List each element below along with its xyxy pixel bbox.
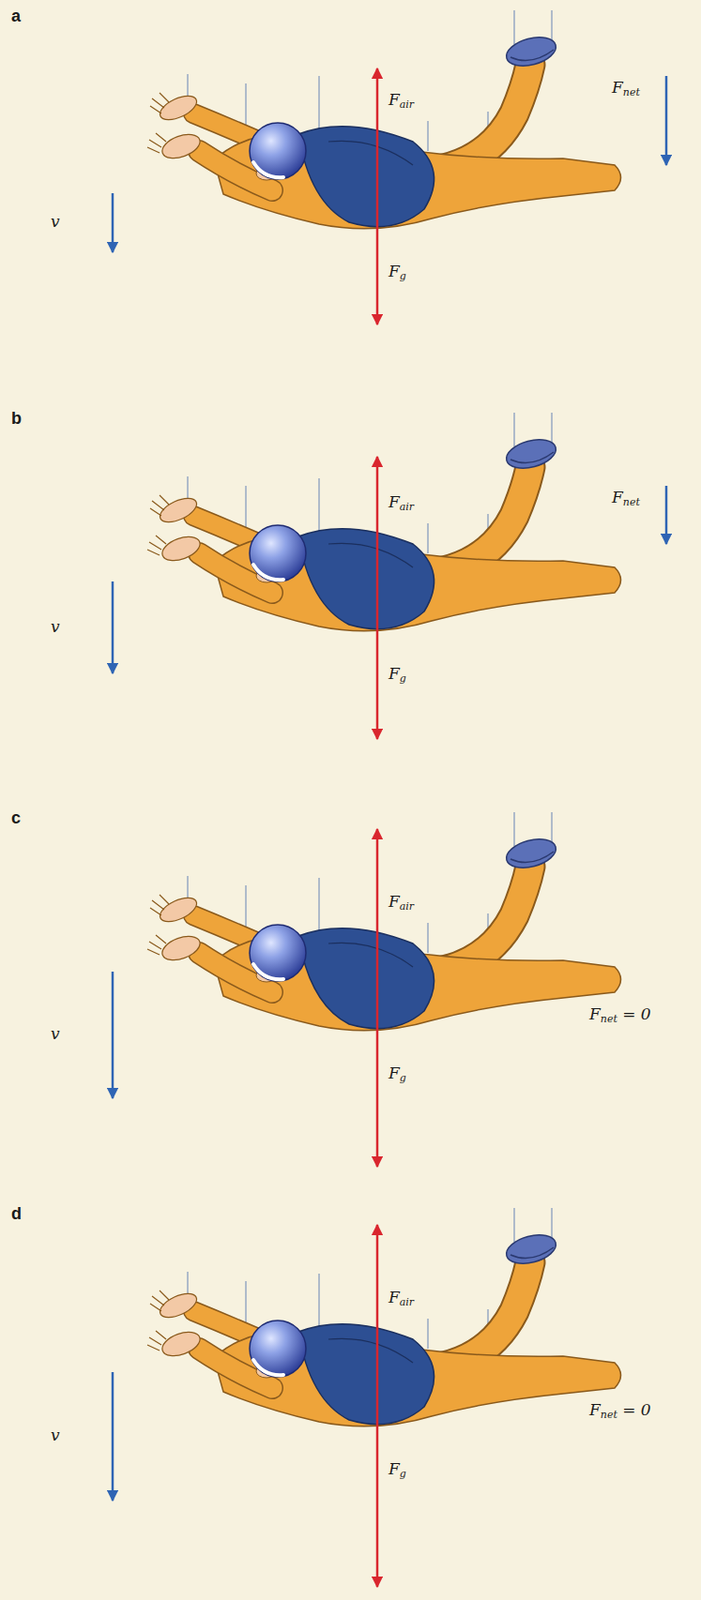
- label-anchor: Fnet: [611, 487, 641, 509]
- symbol-subscript: net: [600, 1409, 618, 1422]
- symbol-value: = 0: [617, 1401, 652, 1420]
- symbol-subscript: air: [399, 1296, 414, 1310]
- label-anchor: b: [11, 409, 22, 430]
- label-anchor: Fair: [388, 492, 414, 514]
- force-label: Fnet = 0: [589, 1005, 652, 1024]
- force-label: Fnet: [611, 77, 641, 97]
- velocity-label: v: [50, 617, 61, 637]
- velocity-arrow: [111, 972, 115, 1099]
- symbol-subscript: air: [399, 900, 414, 914]
- symbol-letter: F: [388, 492, 400, 512]
- label-anchor: Fnet: [611, 77, 641, 99]
- force-label: Fnet: [611, 487, 641, 507]
- label-anchor: Fg: [388, 1460, 407, 1481]
- panel-letter: c: [11, 808, 21, 828]
- symbol-letter: F: [388, 90, 400, 109]
- label-anchor: Fair: [388, 892, 414, 914]
- label-anchor: Fg: [388, 664, 407, 686]
- force-label: Fair: [388, 892, 414, 912]
- label-anchor: Fg: [388, 1064, 407, 1085]
- gravity-arrow: [376, 595, 380, 740]
- symbol-letter: F: [388, 1460, 400, 1479]
- net-force-arrow: [665, 76, 669, 166]
- force-label: Fg: [388, 1064, 407, 1083]
- symbol-subscript: net: [623, 496, 641, 509]
- force-label: Fair: [388, 492, 414, 512]
- force-label: Fnet = 0: [589, 1401, 652, 1420]
- symbol-subscript: net: [623, 86, 641, 99]
- panel-d: [112, 1208, 622, 1588]
- label-anchor: Fair: [388, 90, 414, 111]
- force-label: Fair: [388, 1288, 414, 1308]
- label-anchor: v: [50, 1024, 61, 1044]
- label-anchor: c: [11, 808, 21, 830]
- symbol-subscript: g: [399, 1072, 407, 1085]
- velocity-arrow: [111, 193, 115, 253]
- panel-letter: b: [11, 409, 22, 428]
- force-label: Fg: [388, 1460, 407, 1479]
- label-anchor: v: [50, 212, 61, 231]
- symbol-value: = 0: [617, 1005, 652, 1024]
- velocity-label: v: [50, 212, 61, 231]
- velocity-label: v: [50, 1426, 61, 1446]
- panel-letter: d: [11, 1204, 22, 1224]
- velocity-arrow: [111, 581, 115, 674]
- label-anchor: v: [50, 1426, 61, 1446]
- air-resistance-arrow: [376, 829, 380, 996]
- label-anchor: Fg: [388, 261, 407, 283]
- skydiver: [147, 10, 622, 229]
- label-anchor: a: [11, 6, 21, 28]
- label-anchor: Fair: [388, 1288, 414, 1310]
- air-resistance-arrow: [376, 457, 380, 596]
- velocity-label: v: [50, 1024, 61, 1044]
- symbol-letter: F: [388, 261, 400, 281]
- gravity-arrow: [376, 1391, 380, 1588]
- symbol-subscript: g: [399, 672, 407, 686]
- symbol-letter: F: [589, 1401, 601, 1420]
- panel-c: [112, 812, 622, 1168]
- net-force-arrow: [665, 486, 669, 545]
- symbol-letter: F: [589, 1005, 601, 1024]
- force-label: Fair: [388, 90, 414, 109]
- symbol-letter: F: [388, 1064, 400, 1083]
- velocity-arrow: [111, 1372, 115, 1502]
- gravity-arrow: [376, 193, 380, 325]
- symbol-letter: F: [611, 77, 624, 97]
- panel-a: [112, 10, 667, 325]
- label-anchor: d: [11, 1204, 22, 1226]
- skydiver: [147, 1208, 622, 1428]
- label-anchor: Fnet = 0: [589, 1401, 652, 1422]
- gravity-arrow: [376, 995, 380, 1168]
- force-label: Fg: [388, 664, 407, 684]
- panel-b: [112, 412, 667, 740]
- label-anchor: v: [50, 617, 61, 637]
- symbol-subscript: air: [399, 98, 414, 111]
- skydiver: [147, 812, 622, 1032]
- symbol-letter: F: [388, 664, 400, 684]
- symbol-subscript: g: [399, 270, 407, 283]
- symbol-letter: F: [388, 892, 400, 912]
- symbol-subscript: air: [399, 501, 414, 514]
- symbol-subscript: net: [600, 1013, 618, 1026]
- symbol-letter: F: [611, 487, 624, 507]
- air-resistance-arrow: [376, 68, 380, 194]
- symbol-letter: F: [388, 1288, 400, 1308]
- label-anchor: Fnet = 0: [589, 1005, 652, 1026]
- skydiver: [147, 412, 622, 632]
- force-label: Fg: [388, 261, 407, 281]
- symbol-subscript: g: [399, 1468, 407, 1481]
- air-resistance-arrow: [376, 1225, 380, 1392]
- panel-letter: a: [11, 6, 21, 26]
